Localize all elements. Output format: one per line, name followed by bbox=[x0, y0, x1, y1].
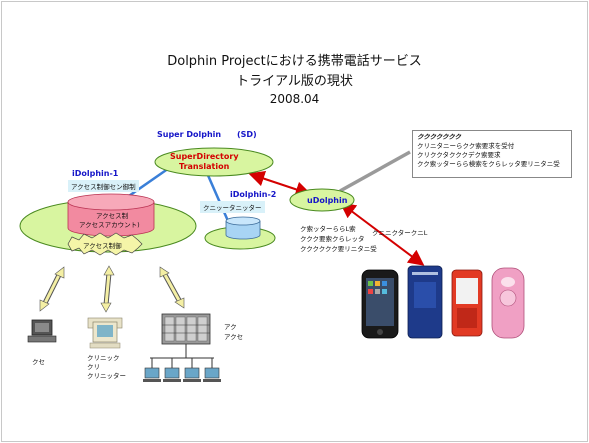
client-workstation-icon bbox=[87, 317, 123, 349]
terminal-icon bbox=[163, 367, 181, 382]
access-control-label: アクセス制御 bbox=[83, 242, 122, 250]
sd-udolphin-arrow bbox=[248, 170, 312, 198]
mobile-connection-label: クニニクタークニL bbox=[372, 229, 428, 237]
server-label-line: アクセ bbox=[224, 333, 244, 341]
udolphin-desc-line: ククク要索クらレッタ bbox=[300, 235, 365, 243]
idolphin1-label: iDolphin-1 bbox=[72, 169, 119, 178]
udolphin-label: uDolphin bbox=[307, 196, 348, 205]
callout-heading: ククククククク bbox=[417, 133, 461, 141]
idolphin2-database-icon bbox=[225, 216, 261, 240]
phone-iphone-icon bbox=[361, 269, 399, 339]
phone-blue-flip-icon bbox=[407, 265, 443, 339]
udolphin-desc-line: ク索ッターららL索 bbox=[300, 225, 356, 233]
super-directory-label: SuperDirectory bbox=[170, 152, 239, 161]
phone-pink-icon bbox=[491, 267, 525, 339]
idolphin2-label: iDolphin-2 bbox=[230, 190, 277, 199]
slide-title-line1: Dolphin Projectにおける携帯電話サービス bbox=[167, 54, 422, 69]
super-dolphin-label: Super Dolphin bbox=[157, 130, 222, 139]
client-label-line: クリニック bbox=[87, 354, 120, 362]
udolphin-node bbox=[289, 188, 355, 212]
client-label-line: クリニッター bbox=[87, 372, 126, 380]
server-label: アク アクセ bbox=[224, 322, 243, 342]
sd-to-idolphin1-connector bbox=[125, 164, 173, 200]
terminal-icon bbox=[203, 367, 221, 382]
yellow-arrow-client bbox=[100, 265, 115, 313]
udolphin-callout-connector bbox=[339, 150, 411, 193]
pc-label: クセ bbox=[32, 358, 45, 366]
network-bus bbox=[150, 344, 214, 368]
udolphin-description: ク索ッターららL索 ククク要索クらレッタ クククククク要リニタニ受 bbox=[300, 224, 377, 254]
yellow-arrow-pc bbox=[39, 266, 65, 312]
server-rack-icon bbox=[161, 313, 211, 345]
idolphin1-db-line1: アクセス制 bbox=[96, 212, 129, 220]
client-label-line: クリ bbox=[87, 363, 100, 371]
terminal-icon bbox=[183, 367, 201, 382]
udolphin-callout-box: ククククククク クリニタニーらクク索要求を受付 クリククタクククデク索要求 クク… bbox=[412, 130, 572, 178]
pc-icon bbox=[27, 319, 57, 343]
terminal-icon bbox=[143, 367, 161, 382]
super-dolphin-sd-label: (SD) bbox=[237, 130, 257, 139]
callout-line: クリニタニーらクク索要求を受付 bbox=[417, 142, 515, 150]
access-control-burst bbox=[67, 232, 143, 256]
idolphin2-sublabel: クニッータニッター bbox=[200, 201, 265, 213]
client-label: クリニック クリ クリニッター bbox=[87, 354, 126, 381]
idolphin1-db-line2: アクセスアカウント) bbox=[79, 221, 140, 229]
slide-title-date: 2008.04 bbox=[269, 92, 320, 106]
server-label-line: アク bbox=[224, 323, 237, 331]
super-dolphin-node bbox=[154, 147, 274, 177]
udolphin-desc-line: クククククク要リニタニ受 bbox=[300, 245, 377, 253]
yellow-arrow-server bbox=[159, 266, 185, 309]
udolphin-mobile-arrow bbox=[339, 202, 425, 266]
callout-line: クリククタクククデク索要求 bbox=[417, 151, 501, 159]
sd-to-idolphin2-connector bbox=[205, 172, 230, 222]
slide-title-line2: トライアル版の現状 bbox=[236, 74, 353, 89]
translation-label: Translation bbox=[179, 162, 230, 171]
idolphin1-sublabel: アクセス制御セン御制 bbox=[68, 180, 139, 192]
phone-red-icon bbox=[451, 269, 483, 337]
callout-line: クク索ッターらら検索をクらレッタ要リニタニ受 bbox=[417, 160, 560, 168]
